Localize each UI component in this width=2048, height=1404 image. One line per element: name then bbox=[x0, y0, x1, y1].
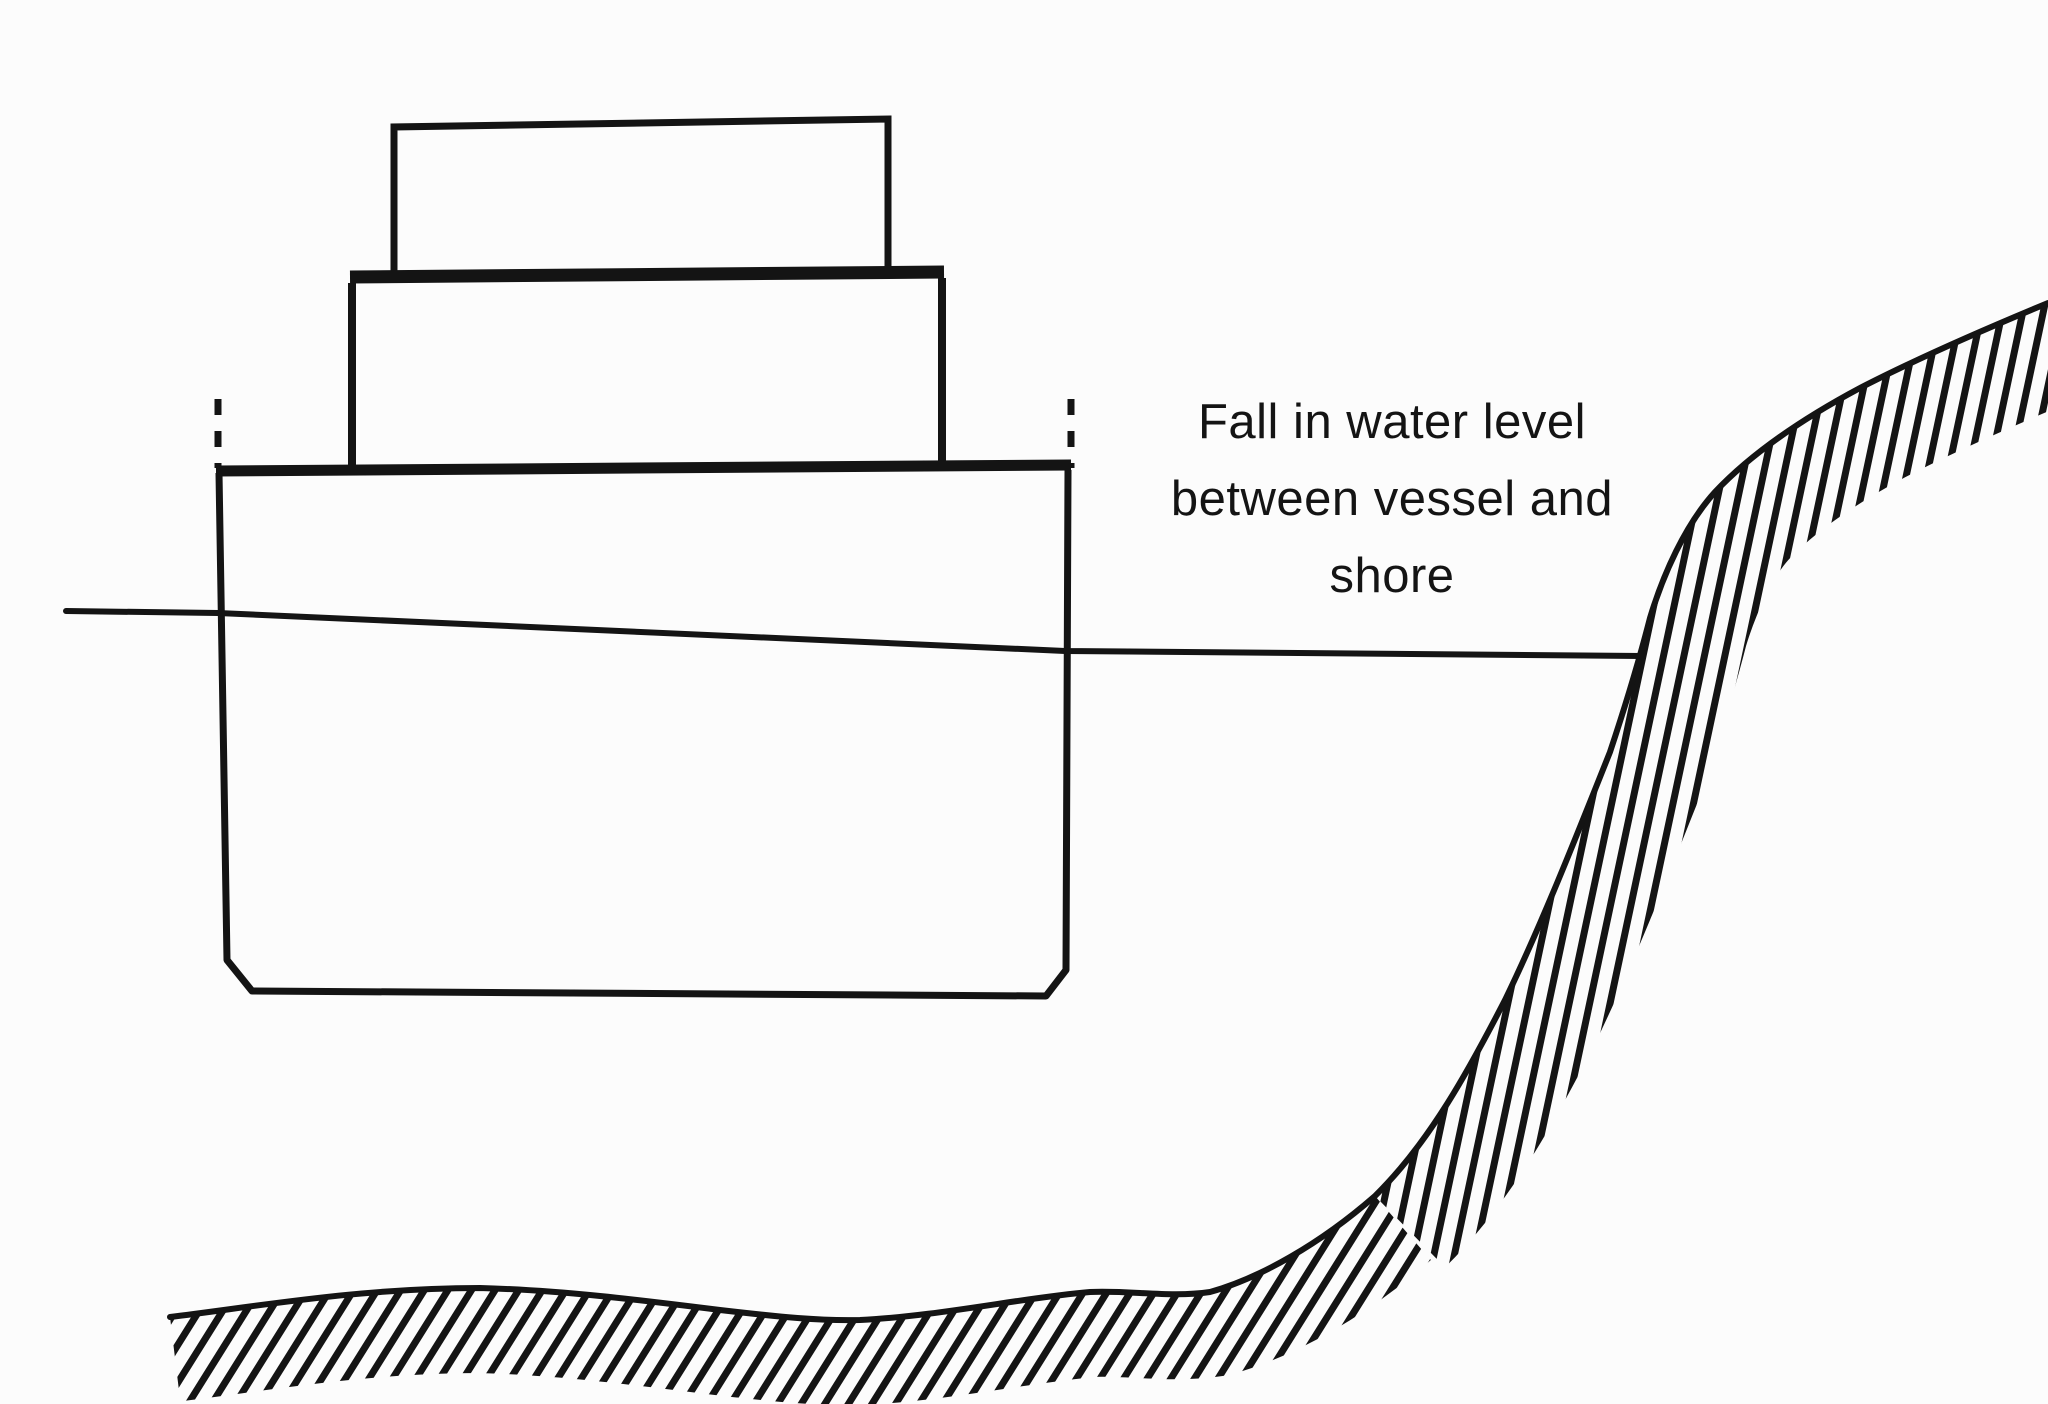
annotation-line-2: between vessel and bbox=[1170, 472, 1614, 526]
fall-in-water-level-label: Fall in water level between vessel and s… bbox=[1092, 384, 1692, 615]
vessel-hull bbox=[215, 469, 1072, 1000]
waterline bbox=[63, 608, 1645, 659]
vessel-superstructure-lower bbox=[348, 278, 946, 468]
vessel-deck-line bbox=[215, 459, 1072, 477]
annotation-line-1: Fall in water level bbox=[1197, 395, 1587, 449]
vessel-superstructure-upper bbox=[390, 115, 892, 276]
vessel-deckhouse-top-bar bbox=[349, 265, 945, 284]
annotation-line-3: shore bbox=[1329, 549, 1455, 603]
shore-profile-line bbox=[167, 300, 2048, 1324]
